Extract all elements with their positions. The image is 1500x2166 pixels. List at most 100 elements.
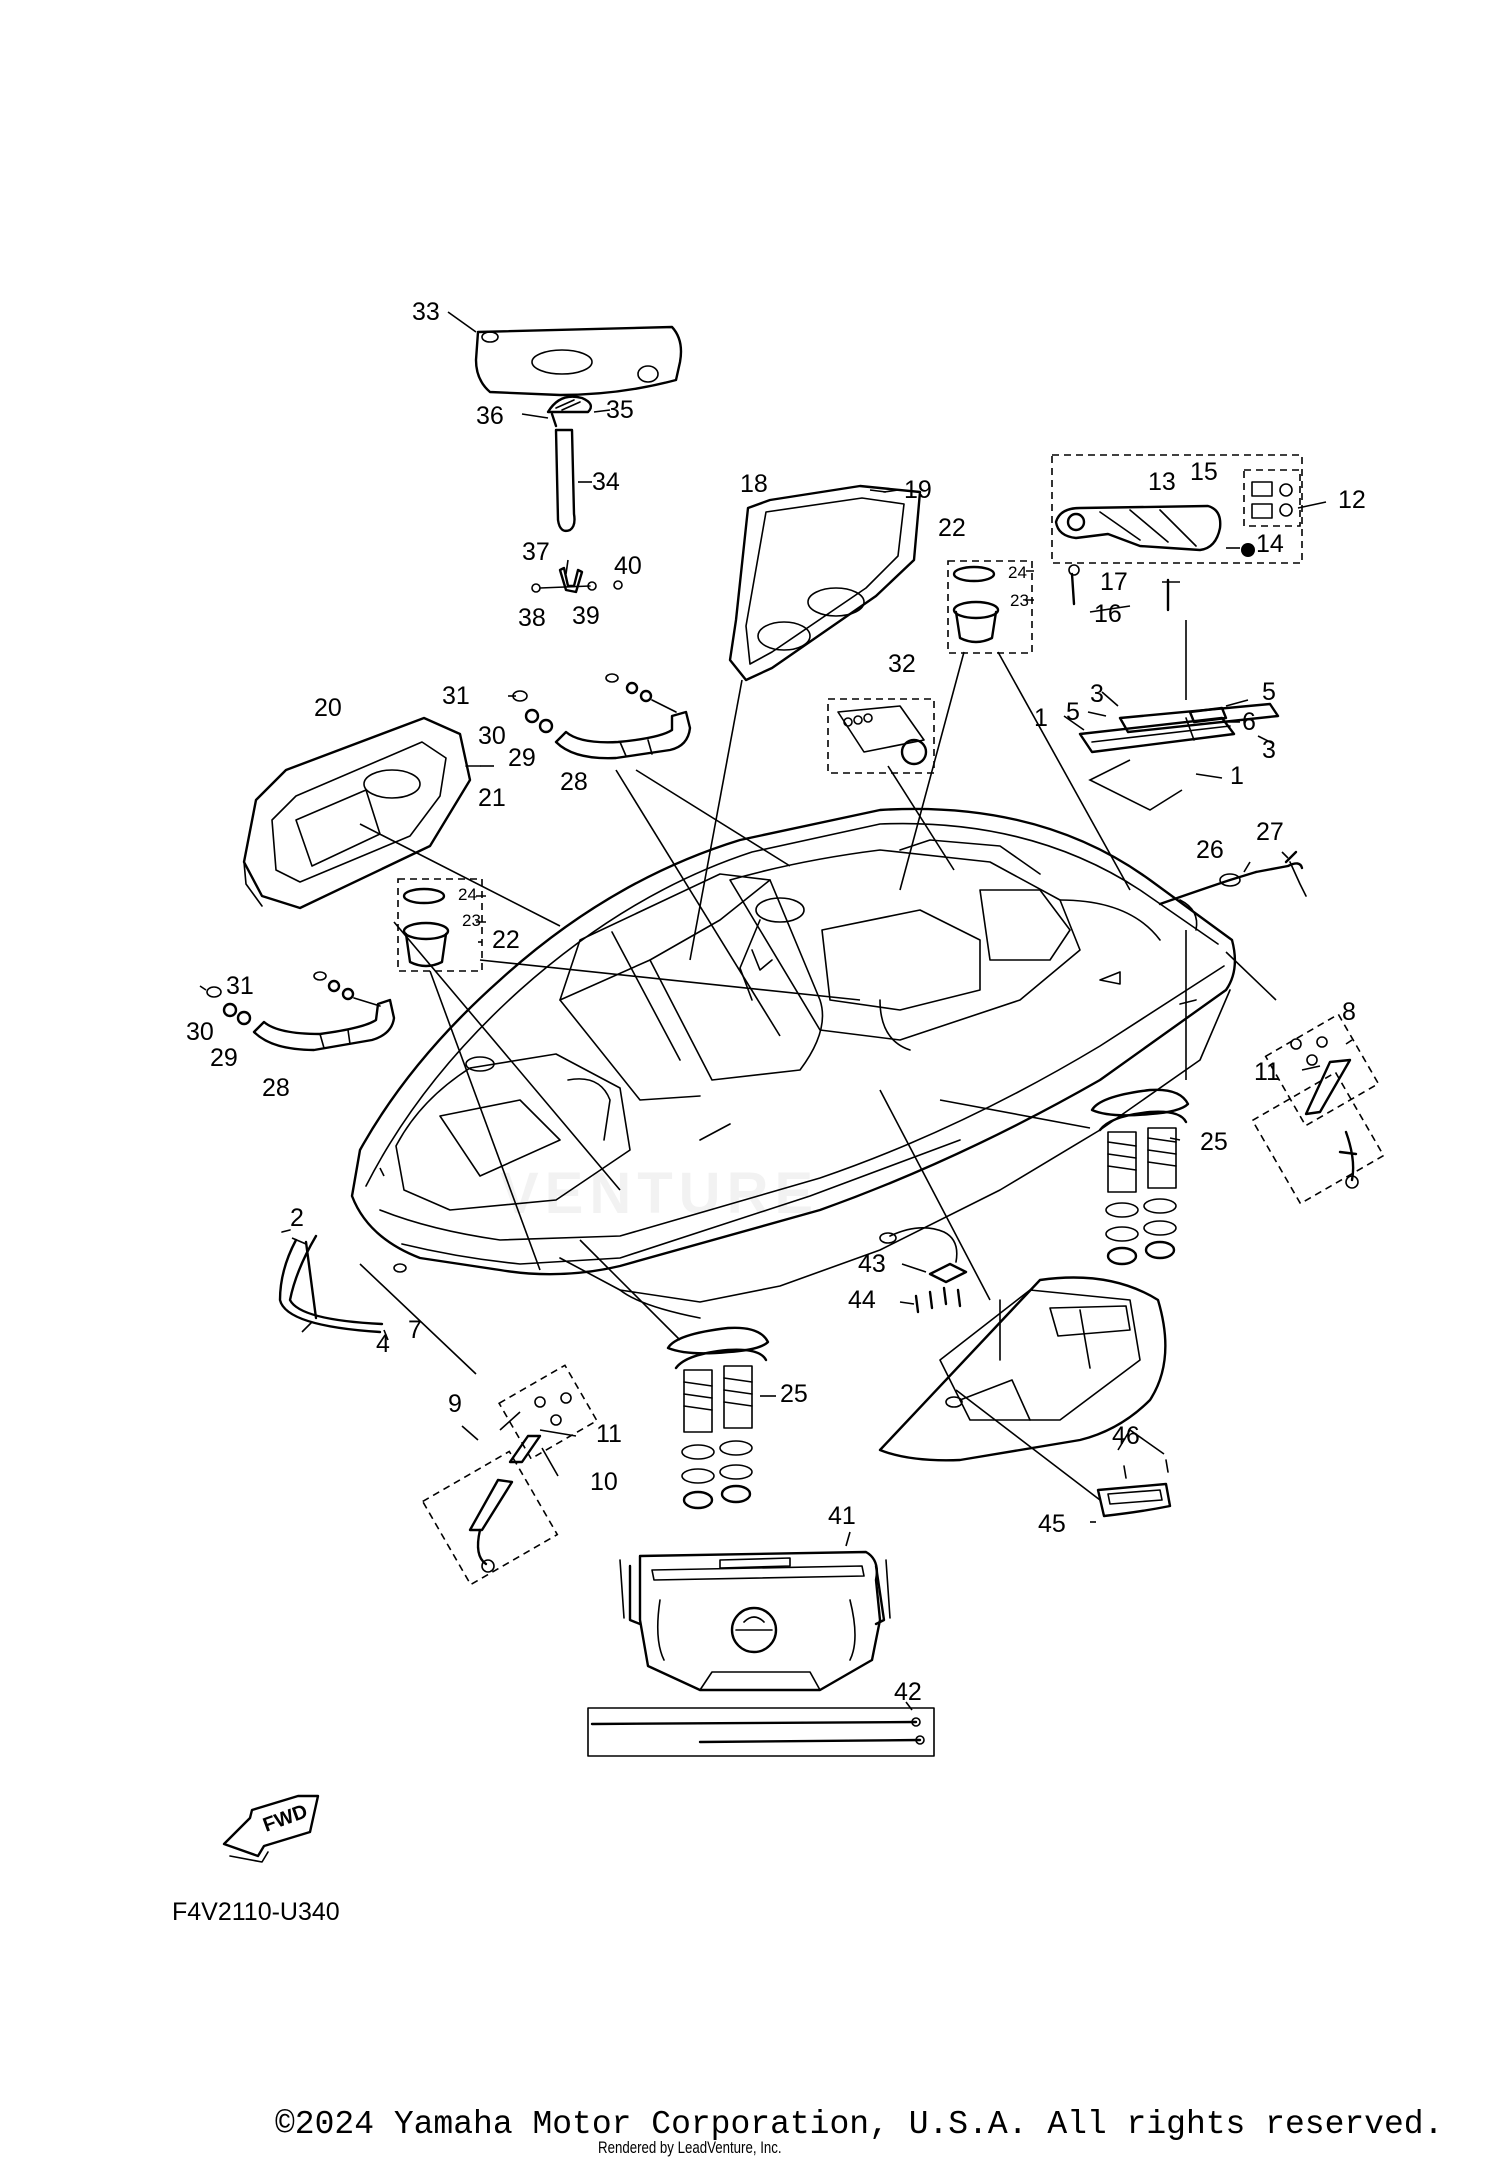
callout-42: 42 xyxy=(894,1678,922,1706)
part-8-hook-right[interactable] xyxy=(1290,1036,1359,1189)
callout-1a: 1 xyxy=(1034,704,1048,732)
part-23-cup-right[interactable] xyxy=(952,600,1000,644)
callout-18: 18 xyxy=(740,470,768,498)
part-24-ring-right[interactable] xyxy=(952,565,996,583)
part-19-screw[interactable] xyxy=(883,489,899,493)
callout-16: 16 xyxy=(1094,600,1122,628)
copyright-notice: ©2024 Yamaha Motor Corporation, U.S.A. A… xyxy=(275,2106,1444,2143)
callout-31b: 31 xyxy=(226,972,254,1000)
part-9-group xyxy=(497,1364,599,1460)
part-6-bracket[interactable] xyxy=(1188,706,1228,724)
callout-17: 17 xyxy=(1100,568,1128,596)
callout-21: 21 xyxy=(478,784,506,812)
part-9-group-lower xyxy=(421,1450,559,1586)
callout-34: 34 xyxy=(592,468,620,496)
part-14-nut[interactable] xyxy=(1241,543,1255,557)
callout-24b: 24 xyxy=(458,885,477,904)
part-15-bushings[interactable] xyxy=(1251,481,1293,519)
boat-hull[interactable] xyxy=(350,807,1237,1319)
part-8-group xyxy=(1264,1013,1380,1127)
part-37-clip[interactable] xyxy=(558,566,584,594)
callout-45: 45 xyxy=(1038,1510,1066,1538)
part-18-storage-box[interactable] xyxy=(728,484,922,682)
part-26-27-cable[interactable] xyxy=(1158,850,1307,906)
part-22-group-left xyxy=(397,878,483,972)
callout-10: 10 xyxy=(590,1468,618,1496)
figure-code: F4V2110-U340 xyxy=(172,1898,340,1926)
part-2-4-7-trim[interactable] xyxy=(278,1229,407,1334)
callout-1b: 1 xyxy=(1230,762,1244,790)
part-46-screws[interactable] xyxy=(1123,1459,1169,1479)
inset-compartment-detail xyxy=(878,1276,1167,1462)
callout-33: 33 xyxy=(412,298,440,326)
callout-11a: 11 xyxy=(1254,1058,1280,1086)
part-35-cap[interactable] xyxy=(546,395,593,414)
callout-30b: 30 xyxy=(186,1018,214,1046)
callout-5a: 5 xyxy=(1262,678,1276,706)
rendered-by-credit: Rendered by LeadVenture, Inc. xyxy=(598,2138,782,2157)
callout-15: 15 xyxy=(1190,458,1218,486)
leader-lines xyxy=(199,311,1353,1711)
callout-24a: 24 xyxy=(1008,563,1027,582)
callout-4: 4 xyxy=(376,1330,390,1358)
callout-2: 2 xyxy=(290,1204,304,1232)
callout-6: 6 xyxy=(1242,708,1256,736)
part-28-handle-upper[interactable] xyxy=(554,710,692,760)
callout-31a: 31 xyxy=(442,682,470,710)
part-41-cooler[interactable] xyxy=(619,1550,891,1692)
callout-22a: 22 xyxy=(938,514,966,542)
callout-8: 8 xyxy=(1342,998,1356,1026)
part-44-screws[interactable] xyxy=(914,1286,962,1314)
part-8-group-lower xyxy=(1251,1071,1385,1205)
part-33-lid[interactable] xyxy=(474,325,683,397)
part-43-light[interactable] xyxy=(879,1227,968,1284)
callout-40: 40 xyxy=(614,552,642,580)
part-25-cleat-right[interactable] xyxy=(1090,1088,1190,1266)
callout-30a: 30 xyxy=(478,722,506,750)
part-42-straps[interactable] xyxy=(587,1707,935,1757)
fwd-arrow-icon: FWD xyxy=(222,1794,320,1863)
callout-41: 41 xyxy=(828,1502,856,1530)
part-13-damper-arm[interactable] xyxy=(1054,504,1222,552)
callout-39: 39 xyxy=(572,602,600,630)
callout-28b: 28 xyxy=(262,1074,290,1102)
callout-25b: 25 xyxy=(780,1380,808,1408)
callout-29a: 29 xyxy=(508,744,536,772)
part-9-hook-lower[interactable] xyxy=(468,1478,514,1573)
watermark-text: VENTURE xyxy=(500,1161,820,1226)
part-32-group xyxy=(827,698,935,774)
part-36-screw[interactable] xyxy=(550,412,558,428)
part-32-switch-panel[interactable] xyxy=(837,705,928,766)
part-24-ring-left[interactable] xyxy=(402,887,446,905)
callout-37: 37 xyxy=(522,538,550,566)
part-16-17-bolts[interactable] xyxy=(1068,564,1170,612)
part-15-bushing-box xyxy=(1243,469,1301,527)
part-34-rod[interactable] xyxy=(554,428,576,533)
callout-26: 26 xyxy=(1196,836,1224,864)
callout-32: 32 xyxy=(888,650,916,678)
callout-labels: 33 36 35 34 37 40 38 39 18 19 22 24 23 1… xyxy=(186,298,1366,1706)
callout-7: 7 xyxy=(408,1316,422,1344)
part-9-hook-left[interactable] xyxy=(508,1392,572,1464)
part-28-handle-lower[interactable] xyxy=(252,998,396,1052)
callout-3b: 3 xyxy=(1262,736,1276,764)
callout-11b: 11 xyxy=(596,1420,622,1448)
callout-19: 19 xyxy=(904,476,932,504)
callout-35: 35 xyxy=(606,396,634,424)
part-22-group-right xyxy=(947,560,1033,654)
part-29-31-fasteners-lower[interactable] xyxy=(206,971,381,1026)
part-25-cleat-left[interactable] xyxy=(666,1326,770,1510)
callout-25a: 25 xyxy=(1200,1128,1228,1156)
callout-28a: 28 xyxy=(560,768,588,796)
callout-20: 20 xyxy=(314,694,342,722)
callout-22b: 22 xyxy=(492,926,520,954)
part-45-drain[interactable] xyxy=(1096,1482,1172,1518)
callout-29b: 29 xyxy=(210,1044,238,1072)
part-29-31-fasteners-upper[interactable] xyxy=(512,673,677,734)
part-23-cup-left[interactable] xyxy=(402,921,450,968)
callout-12: 12 xyxy=(1338,486,1366,514)
callout-27: 27 xyxy=(1256,818,1284,846)
callout-23a: 23 xyxy=(1010,591,1029,610)
part-38-40-fasteners[interactable] xyxy=(531,580,623,593)
